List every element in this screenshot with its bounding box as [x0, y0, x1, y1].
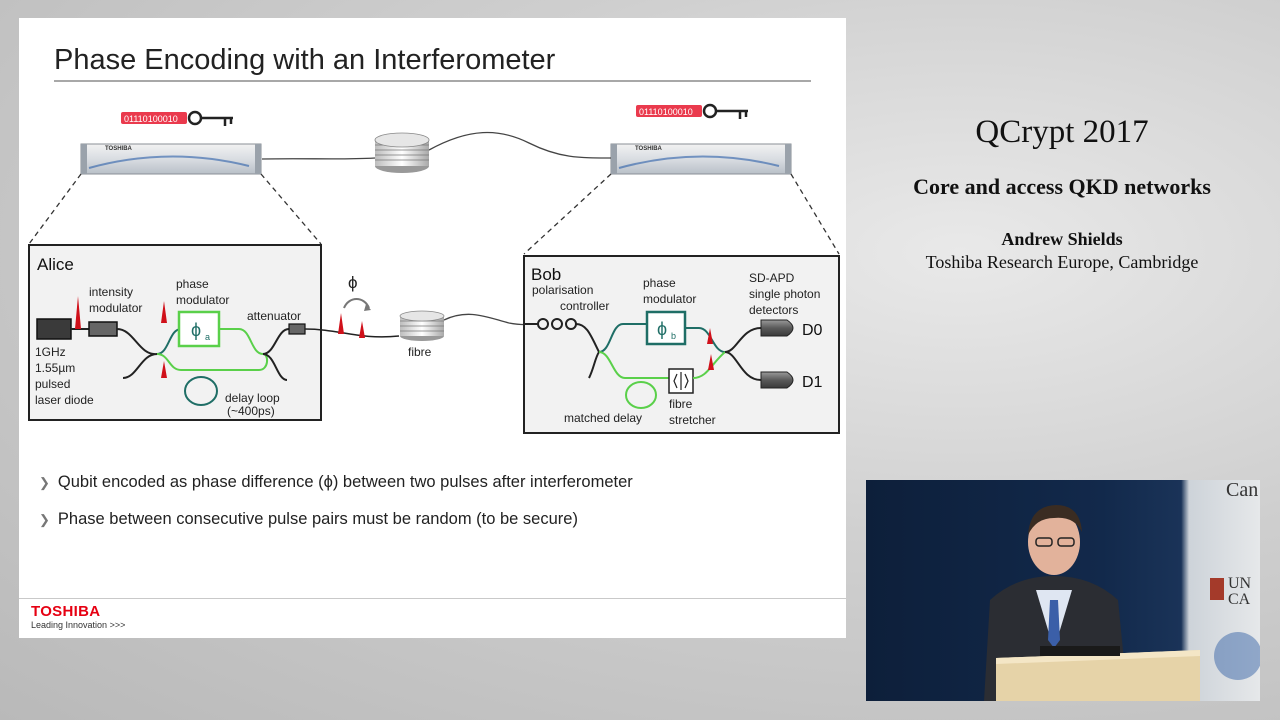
podium	[996, 650, 1200, 701]
laser-spec-2: 1.55µm	[35, 361, 75, 375]
bullet-text-1: Qubit encoded as phase difference (ϕ) be…	[57, 473, 633, 491]
alice-key-icon	[187, 110, 233, 126]
alice-label: Alice	[37, 255, 74, 274]
fibre-stretcher-label-1: fibre	[669, 397, 693, 411]
attenuator-label: attenuator	[247, 309, 301, 323]
alice-key-bits: 01110100010	[124, 114, 178, 124]
polarisation-controller-label-1: polarisation	[532, 283, 593, 297]
bob-phase-modulator-label-1: phase	[643, 276, 676, 290]
alice-phase-modulator	[177, 310, 221, 348]
phase-rotation-arrow	[343, 298, 370, 309]
attenuator	[288, 323, 306, 335]
detector-d1	[760, 371, 794, 389]
bob-label: Bob	[531, 265, 561, 284]
bullet-item-1: ❯ Qubit encoded as phase difference (ϕ) b…	[39, 473, 633, 492]
conference-title: QCrypt 2017	[975, 114, 1149, 150]
bullet-text-2: Phase between consecutive pulse pairs mu…	[57, 510, 578, 528]
detectors-label-2: single photon	[749, 287, 820, 301]
detector-d0	[760, 319, 794, 337]
bob-phase-modulator	[645, 310, 687, 346]
speaker-video-scene: Can UN CA	[984, 480, 1260, 701]
laser-diode	[36, 318, 72, 340]
delay-loop-label-1: delay loop	[225, 391, 280, 405]
laptop-icon	[1040, 646, 1120, 656]
channel-phase-symbol: ϕ	[348, 273, 358, 292]
detector-d0-label: D0	[802, 322, 823, 339]
delay-loop	[184, 376, 218, 406]
bob-phase-symbol: ϕ	[657, 319, 667, 339]
intensity-modulator-label-2: modulator	[89, 301, 142, 315]
zoom-lines	[28, 173, 840, 255]
bob-phase-modulator-label-2: modulator	[643, 292, 696, 306]
bob-key-icon	[702, 103, 748, 119]
detectors-label-1: SD-APD	[749, 271, 795, 285]
bob-phase-subscript: b	[671, 331, 676, 341]
matched-delay-loop	[625, 381, 657, 409]
backdrop-text-1: Can	[1226, 480, 1258, 501]
alice-phase-subscript: a	[205, 332, 210, 342]
speaker-name: Andrew Shields	[1001, 229, 1123, 249]
intensity-modulator-label-1: intensity	[89, 285, 133, 299]
alice-pulse	[75, 296, 81, 329]
top-fibre-link-right	[428, 131, 612, 159]
backdrop-text-3: CA	[1228, 591, 1251, 608]
fibre-stretcher-label-2: stretcher	[669, 413, 716, 427]
slide-title: Phase Encoding with an Interferometer	[54, 44, 556, 76]
interferometer-diagram: TOSHIBA TOSHIBA 01110100010 01110100010	[28, 103, 840, 434]
speaker-video: Can UN CA	[866, 480, 1260, 701]
alice-phase-symbol: ϕ	[191, 320, 201, 340]
bullet-item-2: ❯ Phase between consecutive pulse pairs m…	[39, 510, 578, 529]
session-title: Core and access QKD networks	[913, 174, 1211, 199]
fibre-label: fibre	[408, 345, 432, 359]
chevron-right-icon: ❯	[39, 475, 50, 490]
channel-fibre-spool-icon	[399, 310, 445, 341]
laser-spec-1: 1GHz	[35, 345, 66, 359]
chevron-right-icon: ❯	[39, 512, 50, 527]
detector-d1-label: D1	[802, 374, 823, 391]
bob-key-bits: 01110100010	[639, 107, 693, 117]
top-fibre-spool-icon	[374, 132, 430, 173]
laser-spec-3: pulsed	[35, 377, 70, 391]
title-underline	[54, 80, 811, 82]
intensity-modulator	[88, 321, 118, 337]
bob-device-unit: TOSHIBA	[610, 143, 792, 175]
polarisation-controller	[524, 318, 600, 379]
alice-phase-modulator-label-2: modulator	[176, 293, 229, 307]
bob-device-brand: TOSHIBA	[635, 146, 663, 152]
laser-spec-4: laser diode	[35, 393, 94, 407]
top-fibre-link-left	[261, 157, 376, 160]
alice-bits-highlight	[121, 112, 187, 124]
logo-tagline: Leading Innovation >>>	[31, 620, 126, 630]
toshiba-logo: TOSHIBA Leading Innovation >>>	[31, 603, 125, 630]
bob-bits-highlight	[636, 105, 702, 117]
logo-text: TOSHIBA	[31, 603, 101, 620]
backdrop-text-2: UN	[1228, 575, 1252, 592]
presentation-slide: Phase Encoding with an Interferometer	[19, 18, 846, 638]
alice-device-unit: TOSHIBA	[80, 143, 262, 175]
polarisation-controller-label-2: controller	[560, 299, 609, 313]
alice-phase-modulator-label-1: phase	[176, 277, 209, 291]
detectors-label-3: detectors	[749, 303, 798, 317]
alice-device-brand: TOSHIBA	[105, 146, 133, 152]
channel-fibre-left	[304, 328, 400, 338]
backdrop-logo-icon	[1214, 632, 1260, 680]
delay-loop-label-2: (~400ps)	[227, 404, 275, 418]
university-crest-icon	[1210, 578, 1224, 600]
footer-divider	[19, 598, 846, 599]
matched-delay-label: matched delay	[564, 411, 642, 425]
speaker-affiliation: Toshiba Research Europe, Cambridge	[925, 252, 1199, 272]
